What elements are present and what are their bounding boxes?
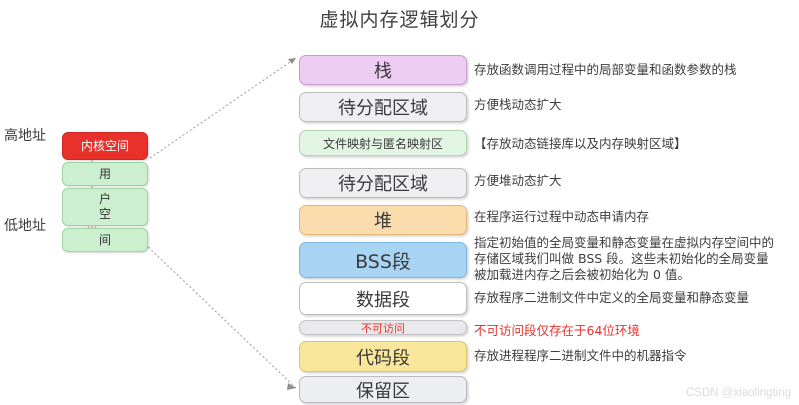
segment-box: 不可访问 xyxy=(299,320,467,335)
user-space-label-3: 间 xyxy=(98,232,111,247)
segment-label: 代码段 xyxy=(356,347,410,369)
annotation-text: 方便堆动态扩大 xyxy=(474,173,562,188)
annotation-warning: 不可访问段仅存在于64位环境 xyxy=(474,323,640,338)
connector-line-top xyxy=(149,57,297,159)
segment-label: 数据段 xyxy=(356,289,410,311)
segment-box: BSS段 xyxy=(299,242,467,278)
segment-label: BSS段 xyxy=(355,250,411,273)
annotation-text: 在程序运行过程中动态申请内存 xyxy=(474,209,650,224)
annotation-text: 指定初始值的全局变量和静态变量在虚拟内存空间中的 存储区域我们叫做 BSS 段。… xyxy=(474,235,775,282)
connector-arrow-top xyxy=(288,58,296,64)
kernel-space-block: 内核空间 xyxy=(62,132,148,160)
segment-label: 保留区 xyxy=(356,380,410,402)
segment-label: 待分配区域 xyxy=(338,174,428,195)
low-address-label: 低地址 xyxy=(4,218,46,234)
segment-box: 堆 xyxy=(299,205,467,235)
segment-label: 不可访问 xyxy=(361,321,405,335)
connector-arrow-bottom xyxy=(287,383,296,390)
segment-label: 待分配区域 xyxy=(338,98,428,119)
high-address-label: 高地址 xyxy=(4,128,46,144)
segment-label: 堆 xyxy=(374,211,392,232)
user-space-label-1: 用 xyxy=(98,166,111,181)
user-space-block-2: 户空 xyxy=(62,188,148,226)
connector-line-bottom xyxy=(144,243,297,389)
segment-box: 文件映射与匿名映射区 xyxy=(299,130,467,156)
page-title: 虚拟内存逻辑划分 xyxy=(319,9,480,31)
segment-box: 待分配区域 xyxy=(299,168,467,198)
segment-box: 栈 xyxy=(299,55,467,85)
segment-box: 待分配区域 xyxy=(299,92,467,122)
annotation-text: 存放函数调用过程中的局部变量和函数参数的栈 xyxy=(474,62,737,77)
user-space-label-2: 户空 xyxy=(98,192,111,221)
watermark: CSDN @xiaolingting xyxy=(686,387,791,399)
segment-label: 文件映射与匿名映射区 xyxy=(322,136,443,151)
segment-box: 保留区 xyxy=(299,376,467,403)
segment-box: 代码段 xyxy=(299,341,467,372)
segment-box: 数据段 xyxy=(299,282,467,315)
annotation-text: 方便栈动态扩大 xyxy=(474,97,562,112)
annotation-text: 【存放动态链接库以及内存映射区域】 xyxy=(474,136,687,151)
segment-label: 栈 xyxy=(374,61,392,82)
annotation-text: 存放程序二进制文件中定义的全局变量和静态变量 xyxy=(474,290,750,305)
user-space-block-3: 间 xyxy=(62,228,148,252)
annotation-text: 存放进程程序二进制文件中的机器指令 xyxy=(474,348,687,363)
user-space-block-1: 用 xyxy=(62,162,148,186)
